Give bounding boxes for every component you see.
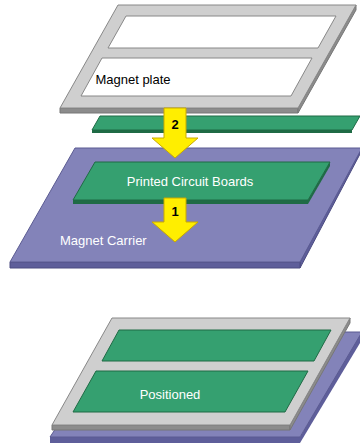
plate-window	[108, 16, 336, 48]
carrier-front	[10, 262, 300, 268]
part-label: Magnet plate	[95, 72, 170, 87]
magnet-plate	[52, 318, 350, 425]
part-label: Magnet Carrier	[60, 233, 147, 248]
pcb-positioned	[73, 371, 308, 412]
callout-number: 1	[171, 204, 178, 219]
plate-window	[81, 58, 312, 96]
magnet-carrier	[10, 148, 360, 262]
base-front	[50, 437, 300, 443]
plate-front	[52, 425, 290, 430]
magnet-plate	[60, 5, 356, 108]
pcb-front-edge	[73, 200, 308, 204]
pcb-back	[92, 116, 360, 130]
pcb-positioned	[102, 330, 331, 361]
down-arrow	[152, 198, 198, 242]
callout-number: 2	[171, 117, 178, 132]
part-label: Printed Circuit Boards	[127, 174, 253, 189]
pcb-front	[73, 162, 330, 200]
down-arrow	[152, 108, 198, 158]
state-label: Positioned	[140, 387, 201, 402]
